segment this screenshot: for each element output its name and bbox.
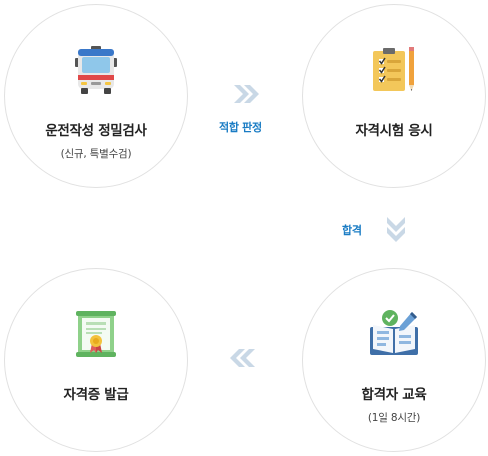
book-education-icon xyxy=(370,310,418,355)
flow-label-passed: 합격 xyxy=(342,224,362,237)
double-chevron-right-icon xyxy=(233,84,261,108)
step-title: 합격자 교육 xyxy=(361,387,427,403)
step-aptitude-test: 운전작성 정밀검사 (신규, 특별수검) xyxy=(4,4,188,188)
step-title: 자격시험 응시 xyxy=(355,123,433,139)
step-title: 운전작성 정밀검사 xyxy=(45,123,147,139)
step-title: 자격증 발급 xyxy=(63,387,129,403)
step-certificate-issue: 자격증 발급 xyxy=(4,268,188,452)
step-subtitle: (1일 8시간) xyxy=(367,412,421,424)
double-chevron-down-icon xyxy=(386,216,406,248)
double-chevron-left-icon xyxy=(228,348,256,372)
bus-icon xyxy=(75,46,117,94)
certificate-icon xyxy=(76,311,116,357)
step-qualification-exam: 자격시험 응시 xyxy=(302,4,486,188)
step-subtitle: (신규, 특별수검) xyxy=(60,148,132,160)
flow-label-pass-judgement: 적합 판정 xyxy=(219,121,262,134)
step-passer-education: 합격자 교육 (1일 8시간) xyxy=(302,268,486,452)
checklist-pencil-icon xyxy=(373,47,414,91)
